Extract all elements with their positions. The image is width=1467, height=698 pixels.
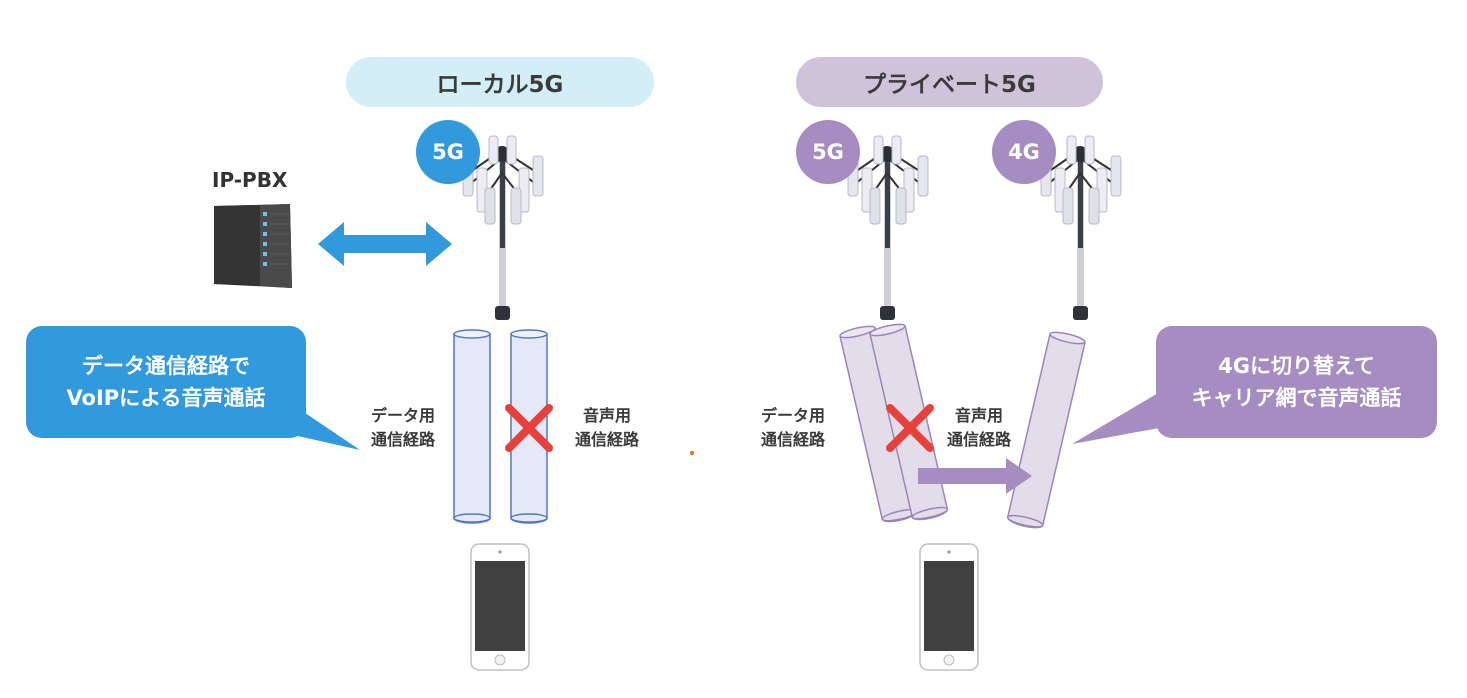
- smartphone-icon: [919, 543, 979, 671]
- local-voice-path-label: 音声用 通信経路: [574, 406, 639, 449]
- private-5g-title: プライベート5G: [863, 72, 1036, 98]
- private-5g-badge: 5G: [796, 120, 860, 184]
- data-path-cylinder: [453, 329, 491, 524]
- local-data-path-label: データ用 通信経路: [370, 406, 435, 449]
- antenna-tower-icon: [462, 135, 544, 320]
- switch-arrow-icon: [918, 458, 1032, 494]
- blocked-cross-icon: [505, 404, 553, 452]
- data-path-cylinder: [839, 325, 919, 523]
- private-callout: [1156, 326, 1437, 438]
- antenna-tower-icon: [1040, 135, 1122, 320]
- private-callout-tail: [1072, 386, 1170, 444]
- private-callout-text: 4Gに切り替えて キャリア網で音声通話: [1191, 354, 1402, 410]
- local-callout-text: データ通信経路で VoIPによる音声通話: [66, 354, 266, 410]
- local-5g-title: ローカル5G: [436, 72, 564, 98]
- local-5g-badge: 5G: [416, 120, 480, 184]
- double-arrow-icon: [318, 222, 452, 266]
- smartphone-icon: [470, 543, 530, 671]
- local-5g-header: ローカル5G: [346, 57, 654, 107]
- private-4g-badge: 4G: [992, 120, 1056, 184]
- blocked-cross-icon: [886, 404, 934, 452]
- private-data-path-label: データ用 通信経路: [760, 406, 825, 449]
- antenna-tower-icon: [847, 135, 929, 320]
- server-icon: [214, 204, 292, 288]
- private-voice-path-label: 音声用 通信経路: [946, 406, 1011, 449]
- local-callout: [26, 326, 306, 438]
- private-5g-header: プライベート5G: [796, 57, 1103, 107]
- ip-pbx-label: IP-PBX: [212, 168, 288, 192]
- decorative-dot: [690, 451, 694, 455]
